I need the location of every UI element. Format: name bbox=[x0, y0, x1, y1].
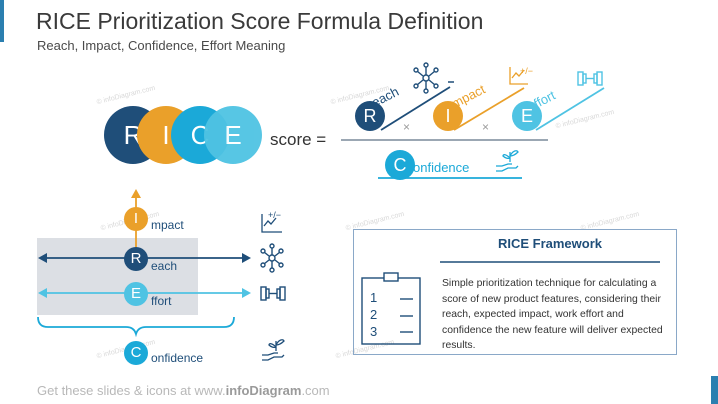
axis-impact-circle: I bbox=[124, 207, 148, 231]
network-icon-2 bbox=[260, 243, 284, 273]
footer-prefix: Get these slides & icons at www. bbox=[37, 383, 226, 398]
times-sign: × bbox=[403, 120, 411, 134]
clipboard-icon bbox=[361, 272, 421, 345]
corner-accent bbox=[711, 376, 718, 404]
axis-confidence-text: onfidence bbox=[151, 351, 204, 365]
accent-bar bbox=[0, 0, 4, 42]
formula-confidence-circle: C bbox=[385, 150, 415, 180]
dumbbell-icon bbox=[577, 71, 603, 86]
list-number: 1 bbox=[370, 290, 378, 305]
axis-impact-text: mpact bbox=[151, 218, 184, 232]
reach-underline bbox=[380, 86, 451, 131]
footer: Get these slides & icons at www.infoDiag… bbox=[37, 383, 330, 398]
impact-underline bbox=[453, 87, 525, 131]
formula-impact-circle: I bbox=[433, 101, 463, 131]
formula-reach-circle: R bbox=[355, 101, 385, 131]
effort-underline bbox=[535, 87, 605, 131]
impact-icon-text: +/− bbox=[520, 66, 534, 76]
gray-band bbox=[37, 238, 198, 315]
hand-plant-icon bbox=[496, 150, 519, 172]
network-icon bbox=[413, 62, 439, 94]
formula-effort-circle: E bbox=[512, 101, 542, 131]
footer-suffix: .com bbox=[301, 383, 330, 398]
panel-title: RICE Framework bbox=[497, 236, 603, 251]
impact-icon-text-2: +/− bbox=[268, 210, 282, 220]
axis-reach-circle: R bbox=[124, 247, 148, 271]
times-sign: × bbox=[482, 120, 490, 134]
impact-chart-icon-2 bbox=[261, 214, 282, 233]
rice-framework-panel bbox=[353, 229, 677, 355]
axis-effort-text: ffort bbox=[151, 294, 172, 308]
footer-brand: infoDiagram bbox=[225, 383, 302, 398]
list-number: 2 bbox=[370, 307, 378, 322]
page-title: RICE Prioritization Score Formula Defini… bbox=[36, 8, 484, 34]
page-subtitle: Reach, Impact, Confidence, Effort Meanin… bbox=[37, 38, 286, 53]
axis-reach-text: each bbox=[151, 259, 178, 273]
dumbbell-icon-2 bbox=[260, 286, 286, 301]
impact-chart-icon bbox=[509, 67, 528, 85]
axis-confidence-circle: C bbox=[124, 341, 148, 365]
panel-description: Simple prioritization technique for calc… bbox=[442, 278, 663, 352]
rice-logo-e-circle: E bbox=[204, 106, 262, 164]
score-label: score = bbox=[270, 130, 327, 149]
confidence-brace bbox=[37, 316, 235, 338]
list-number: 3 bbox=[370, 324, 378, 339]
hand-plant-icon-2 bbox=[262, 339, 285, 361]
axis-effort-circle: E bbox=[124, 282, 148, 306]
formula-confidence-text: onfidence bbox=[413, 160, 470, 175]
